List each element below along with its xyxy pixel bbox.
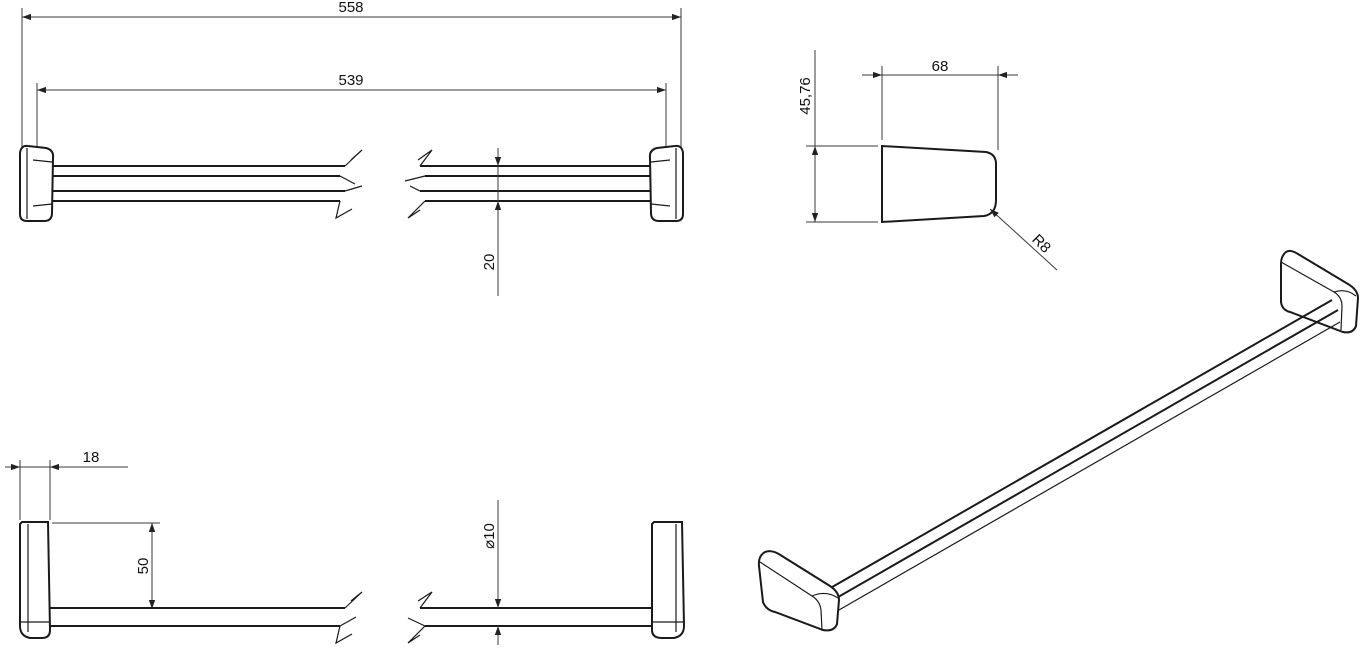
right-base-plan [651,521,686,639]
dim-label-r8: R8 [1028,231,1054,257]
isometric-view [757,249,1360,632]
dimension-r8: R8 [989,208,1058,271]
dimension-68: 68 [862,58,1018,150]
dimension-20: 20 [481,148,502,296]
bracket-profile-view: 45,76 68 R8 [797,50,1058,271]
bottom-view: 18 50 [5,449,686,645]
right-bracket-front [648,144,684,222]
left-base-plan [19,521,52,639]
rod-right-segment [407,591,652,644]
dim-label-539: 539 [338,72,363,89]
dimension-18: 18 [5,449,128,520]
iso-front-bracket [757,550,841,632]
dimension-45-76: 45,76 [797,50,878,223]
dimension-50: 50 [52,522,160,609]
diameter-value: 10 [481,523,498,540]
diameter-symbol: ⌀ [481,540,498,549]
iso-rod [819,299,1341,615]
bars-right-segment [404,149,651,219]
dim-label-18: 18 [83,449,100,466]
dimension-558: 558 [21,0,682,150]
iso-back-bracket [1280,249,1360,334]
dimension-539: 539 [36,72,667,150]
dim-label-50: 50 [135,558,152,575]
dimension-diameter-10: ⌀10 [481,500,502,645]
dim-label-68: 68 [932,58,949,75]
top-view: 558 539 [19,0,684,296]
left-bracket-front [19,144,55,222]
rod-left-segment [50,591,363,645]
dim-label-20: 20 [481,254,498,271]
dim-label-558: 558 [338,0,363,16]
bars-left-segment [53,149,363,220]
dim-label-diameter-10: ⌀10 [481,523,498,549]
dim-label-45-76: 45,76 [797,77,814,115]
